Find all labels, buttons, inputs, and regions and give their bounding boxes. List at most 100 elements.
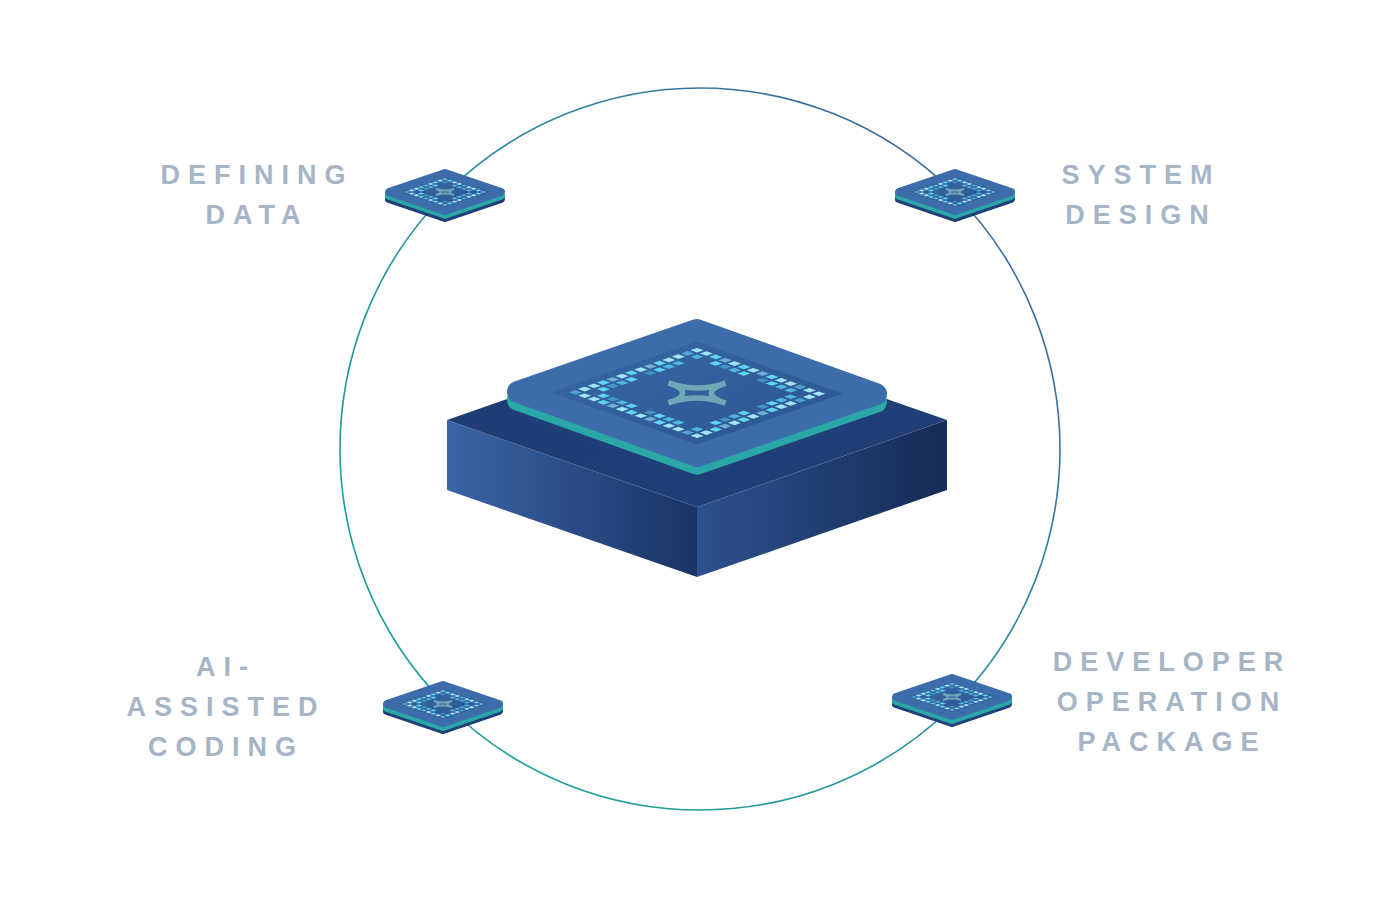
chip-dot [973,698,980,700]
chip-star [436,189,454,195]
small-chip [899,173,1011,218]
chip-star [946,189,964,195]
chip-dot [406,705,413,707]
chip-dot [918,193,925,195]
chip-dot [765,381,778,386]
chip-dot [966,196,973,198]
chip-dot [423,188,430,190]
chip-dot [451,184,458,186]
chip-dot [925,701,932,703]
chip-dot [446,202,453,204]
chip-dot [958,686,965,688]
chip-dot [616,400,629,405]
chip-dot [963,704,970,706]
chip-dot [937,183,944,185]
chip-dot [928,186,935,188]
chip-dot [918,189,925,191]
chip-dot [966,199,973,201]
chip-dot [681,351,694,356]
chip-star [943,694,961,700]
chip-dot [408,189,415,191]
stage-label-node: DEVELOPER OPERATION PACKAGE [1045,642,1292,762]
chip-dot [616,407,629,412]
chip-dot [765,375,778,380]
chip-dot [968,689,975,691]
chip-dot [425,708,432,710]
chip-dot [432,184,439,186]
chip-dot [961,201,968,203]
chip-dot [719,358,732,363]
chip-dot [973,691,980,693]
chip-dot [662,364,675,369]
chip-dot [449,696,456,698]
chip-dot [480,191,487,193]
chip-dot [442,204,449,206]
chip-dot [793,385,806,390]
chip-dot [459,706,466,708]
chip-dot [976,196,983,198]
chip-dot [985,189,992,191]
chip-dot [933,197,940,199]
chip-dot [968,699,975,701]
chip-dot [690,434,703,439]
chip-dot [454,695,461,697]
chip-dot [925,698,932,700]
small-chip [389,173,501,218]
chip-dot [728,414,741,419]
chip-dot [578,387,591,392]
chip-dot [930,702,937,704]
chip-dot [644,417,657,422]
chip-dot [949,686,956,688]
chip-dot [473,705,480,707]
chip-dot [709,355,722,360]
stage-label: DEFINING DATA [152,155,353,235]
chip-dot [942,197,949,199]
chip-dot [468,706,475,708]
chip-dot [451,201,458,203]
chip-dot [653,361,666,366]
chip-dot [737,365,750,370]
chip-dot [425,695,432,697]
chip-dot [942,201,949,203]
chip-dot [977,693,984,695]
chip-dot [971,194,978,196]
chip-dot [606,403,619,408]
chip-star [668,383,725,403]
chip-dot [466,193,473,195]
chip-dot [461,184,468,186]
chip-dot [956,180,963,182]
chip-dot [963,701,970,703]
chip-dot [971,184,978,186]
chip-dot [930,699,937,701]
chip-dot [427,199,434,201]
chip-dot [411,700,418,702]
chip-dot [588,384,601,389]
chip-dot [700,430,713,435]
chip-dot [914,191,921,193]
chip-dot [606,397,619,402]
chip-dot [597,387,610,392]
chip-dot [413,188,420,190]
chip-dot [440,693,447,695]
chip-dot [425,698,432,700]
chip-dot [459,709,466,711]
chip-dot [947,180,954,182]
chip-dot [973,701,980,703]
chip-dot [468,700,475,702]
chip-dot [971,197,978,199]
chip-dot [784,401,797,406]
chip-dot [432,197,439,199]
chip-dot [421,700,428,702]
chip-dot [958,702,965,704]
chip-dot [923,188,930,190]
chip-dot [719,424,732,429]
chip-dot [411,706,418,708]
chip-dot [425,711,432,713]
chip-dot [464,708,471,710]
chip-dot [933,188,940,190]
chip-dot [939,702,946,704]
chip-dot [413,194,420,196]
chip-dot [406,701,413,703]
stage-label: AI-ASSISTED CODING [118,647,325,767]
chip-dot [456,183,463,185]
